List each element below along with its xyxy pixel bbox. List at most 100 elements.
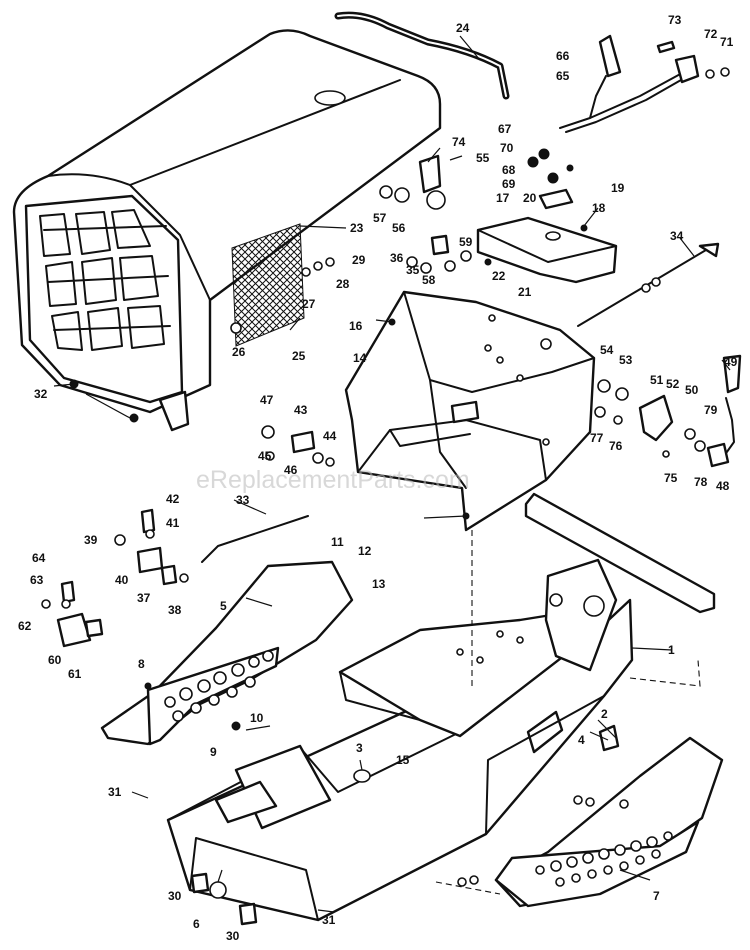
label-52: 52 [666,377,680,391]
label-57: 57 [373,211,387,225]
label-1: 1 [668,643,675,657]
label-70: 70 [500,141,514,155]
label-47: 47 [260,393,274,407]
label-79: 79 [704,403,718,417]
label-76: 76 [609,439,623,453]
throttle-rod [577,242,720,327]
label-15: 15 [396,753,410,767]
label-39: 39 [84,533,98,547]
label-68: 68 [502,163,516,177]
label-24: 24 [456,21,470,35]
label-72: 72 [704,27,718,41]
label-28: 28 [336,277,350,291]
label-2: 2 [601,707,608,721]
grille-screen [231,223,305,347]
shift-lever-assembly [559,34,730,133]
label-56: 56 [392,221,406,235]
label-3: 3 [356,741,363,755]
label-75: 75 [664,471,678,485]
label-54: 54 [600,343,614,357]
label-11: 11 [331,535,344,549]
right-footrest [494,736,724,908]
label-42: 42 [166,492,180,506]
front-support-bar [524,492,716,614]
label-40: 40 [115,573,129,587]
label-30b: 30 [226,929,240,943]
label-45: 45 [258,449,272,463]
label-55: 55 [476,151,490,165]
label-30a: 30 [168,889,182,903]
label-73: 73 [668,13,682,27]
label-60: 60 [48,653,62,667]
label-77: 77 [590,431,604,445]
label-31b: 31 [322,913,336,927]
label-61: 61 [68,667,82,681]
label-59: 59 [459,235,473,249]
label-63: 63 [30,573,44,587]
label-21: 21 [518,285,532,299]
label-32: 32 [34,387,48,401]
label-74: 74 [452,135,466,149]
label-36: 36 [390,251,404,265]
label-19: 19 [611,181,625,195]
label-53: 53 [619,353,633,367]
label-41: 41 [166,516,180,530]
label-20: 20 [523,191,537,205]
label-23: 23 [350,221,364,235]
label-26: 26 [232,345,246,359]
brackets-left [41,508,189,648]
left-footrest [100,560,354,746]
steering-shaft [334,11,510,100]
dash-tower [344,290,596,532]
hood [12,29,442,432]
label-69: 69 [502,177,516,191]
brake-linkage [594,354,742,468]
label-18: 18 [592,201,606,215]
label-50: 50 [685,383,699,397]
label-9: 9 [210,745,217,759]
label-46: 46 [284,463,298,477]
label-43: 43 [294,403,308,417]
label-78: 78 [694,475,708,489]
label-6: 6 [193,917,200,931]
label-71: 71 [720,35,734,49]
label-35: 35 [406,263,420,277]
label-48: 48 [716,479,730,493]
label-4: 4 [578,733,585,747]
main-frame [166,558,634,922]
hardware-small [69,185,472,762]
label-13: 13 [372,577,386,591]
label-31a: 31 [108,785,122,799]
label-44: 44 [323,429,337,443]
label-58: 58 [422,273,436,287]
label-17: 17 [496,191,510,205]
label-27: 27 [302,297,316,311]
label-38: 38 [168,603,182,617]
label-14: 14 [353,351,367,365]
label-64: 64 [32,551,46,565]
part-labels: 1 2 3 4 5 6 7 8 9 10 11 12 13 14 15 16 1… [18,13,738,943]
linkage-rod [201,515,309,563]
label-62: 62 [18,619,32,633]
label-51: 51 [650,373,664,387]
watermark: eReplacementParts.com [196,466,470,494]
label-65: 65 [556,69,570,83]
label-25: 25 [292,349,306,363]
label-10: 10 [250,711,264,725]
label-7: 7 [653,889,660,903]
label-49: 49 [724,355,738,369]
label-16: 16 [349,319,363,333]
label-34: 34 [670,229,684,243]
label-67: 67 [498,122,512,136]
leader-lines [53,35,731,913]
label-22: 22 [492,269,506,283]
column-support [418,148,618,284]
label-5: 5 [220,599,227,613]
label-12: 12 [358,544,372,558]
label-33: 33 [236,493,250,507]
label-8: 8 [138,657,145,671]
hardware-rear [190,724,629,926]
label-37: 37 [137,591,151,605]
label-29: 29 [352,253,366,267]
